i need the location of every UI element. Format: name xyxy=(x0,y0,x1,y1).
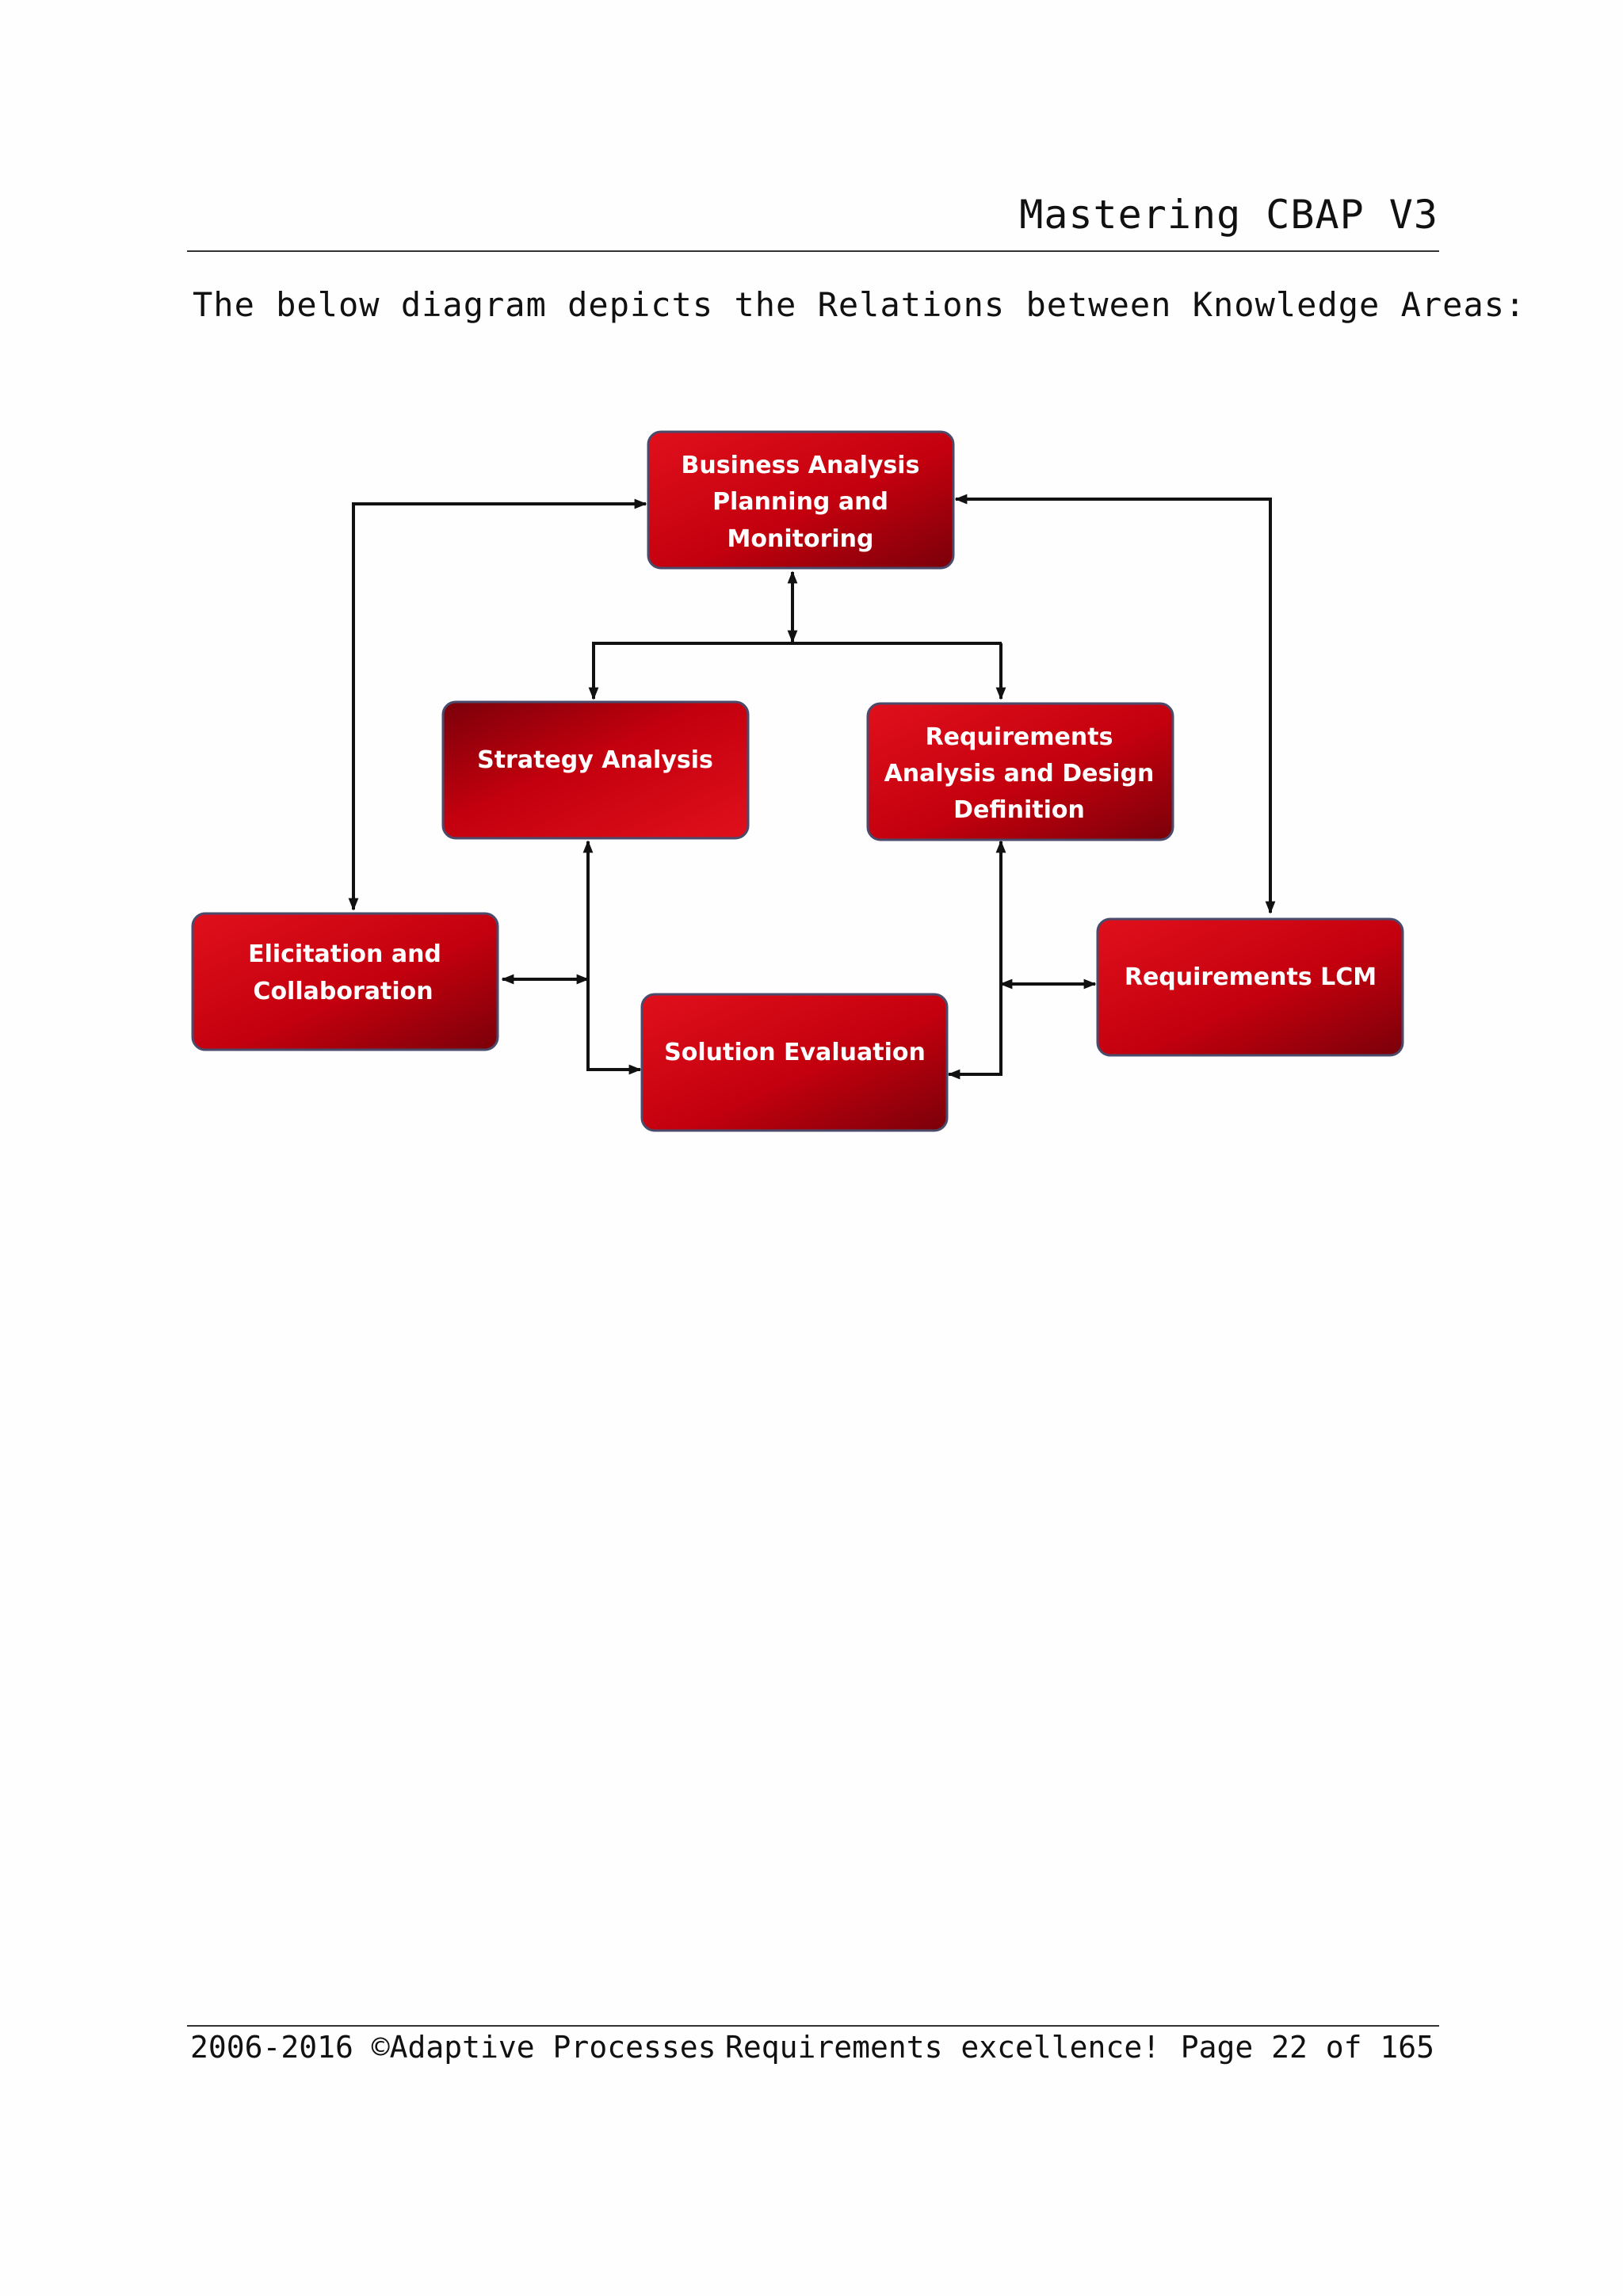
footer-divider xyxy=(187,2025,1439,2027)
node-lcm-line-1: Requirements LCM xyxy=(1125,963,1377,991)
svg-text:Requirements: Requirements xyxy=(926,723,1113,751)
svg-text:Planning and: Planning and xyxy=(712,488,888,516)
node-bapm-line-2: Planning and xyxy=(712,488,888,516)
footer-copyright: 2006-2016 ©Adaptive Processes xyxy=(190,2030,716,2065)
node-radd-line-2: Analysis and Design xyxy=(884,760,1155,788)
svg-text:Requirements LCM: Requirements LCM xyxy=(1125,963,1377,991)
connector-radd-solution xyxy=(947,840,1006,1080)
intro-paragraph: The below diagram depicts the Relations … xyxy=(193,285,1526,324)
svg-text:Solution Evaluation: Solution Evaluation xyxy=(664,1039,926,1066)
node-elicitation-line-1: Elicitation and xyxy=(248,940,441,968)
knowledge-areas-diagram: Business Analysis Planning and Monitorin… xyxy=(191,430,1404,1132)
header-divider xyxy=(187,250,1439,252)
node-solution-line-1: Solution Evaluation xyxy=(664,1039,926,1066)
footer-tagline: Requirements excellence! xyxy=(725,2030,1161,2065)
svg-text:Collaboration: Collaboration xyxy=(253,978,433,1005)
node-bapm-line-1: Business Analysis xyxy=(682,452,920,479)
node-bapm-line-3: Monitoring xyxy=(727,525,874,553)
svg-text:Monitoring: Monitoring xyxy=(727,525,874,553)
node-requirements-lcm: Requirements LCM xyxy=(1096,917,1404,1057)
node-elicitation-line-2: Collaboration xyxy=(253,978,433,1005)
connector-strategy-solution xyxy=(582,840,642,1075)
svg-text:Definition: Definition xyxy=(953,796,1085,824)
connector-bapm-lcm xyxy=(954,494,1276,914)
connectors xyxy=(348,494,1276,1080)
node-radd-line-1: Requirements xyxy=(926,723,1113,751)
node-solution-evaluation: Solution Evaluation xyxy=(640,993,949,1132)
node-radd-line-3: Definition xyxy=(953,796,1085,824)
node-radd: Requirements Analysis and Design Definit… xyxy=(866,702,1174,841)
node-bapm: Business Analysis Planning and Monitorin… xyxy=(647,430,955,570)
node-elicitation: Elicitation and Collaboration xyxy=(191,912,499,1051)
node-strategy-line-1: Strategy Analysis xyxy=(477,746,713,774)
svg-text:Elicitation and: Elicitation and xyxy=(248,940,441,968)
svg-text:Business Analysis: Business Analysis xyxy=(682,452,920,479)
node-strategy-analysis: Strategy Analysis xyxy=(441,700,750,840)
connector-bapm-elicitation xyxy=(348,498,647,911)
svg-text:Strategy Analysis: Strategy Analysis xyxy=(477,746,713,774)
page-header-title: Mastering CBAP V3 xyxy=(1019,192,1438,238)
svg-text:Analysis and Design: Analysis and Design xyxy=(884,760,1155,788)
footer-page-number: Page 22 of 165 xyxy=(1180,2030,1434,2065)
